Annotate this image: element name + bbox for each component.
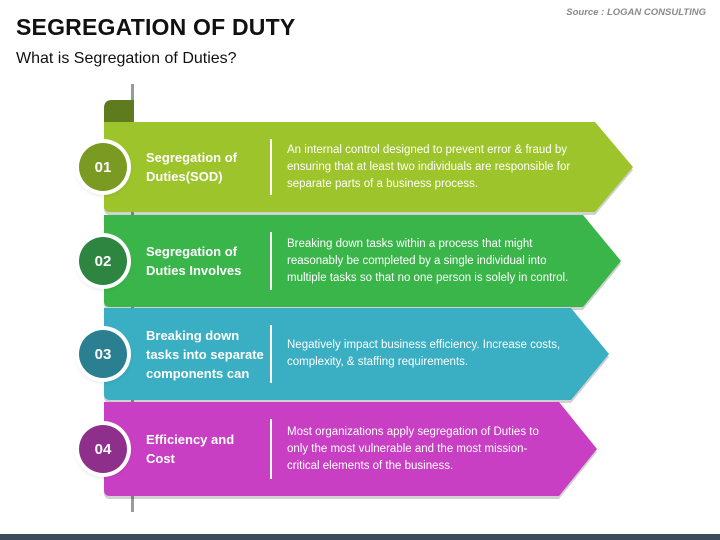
step-description: Negatively impact business efficiency. I…: [287, 339, 561, 368]
step-label: Efficiency and Cost: [146, 432, 235, 466]
step-description: An internal control designed to prevent …: [287, 143, 571, 190]
step-band: [104, 308, 609, 400]
step-label: Segregation of Duties(SOD): [146, 150, 238, 184]
page-title: SEGREGATION OF DUTY: [16, 14, 296, 40]
ribbon-top-fold: [104, 100, 134, 122]
step-number-badge: 03: [79, 330, 127, 378]
step-number-badge: 02: [79, 237, 127, 285]
step-band: [104, 122, 633, 212]
step-description: Breaking down tasks within a process tha…: [287, 237, 569, 284]
source-credit: Source : LOGAN CONSULTING: [566, 7, 706, 18]
step-description: Most organizations apply segregation of …: [287, 425, 539, 472]
step-divider: [270, 419, 272, 479]
step-divider: [270, 325, 272, 383]
step-number-badge: 04: [79, 425, 127, 473]
step-number-badge: 01: [79, 143, 127, 191]
step-label: Breaking down tasks into separate compon…: [146, 327, 264, 381]
bottom-bar: [0, 534, 720, 540]
step-divider: [270, 139, 272, 195]
page-subtitle: What is Segregation of Duties?: [16, 50, 237, 67]
step-label: Segregation of Duties Involves: [146, 244, 242, 278]
step-band: [104, 215, 621, 307]
step-band: [104, 402, 597, 496]
step-divider: [270, 232, 272, 290]
